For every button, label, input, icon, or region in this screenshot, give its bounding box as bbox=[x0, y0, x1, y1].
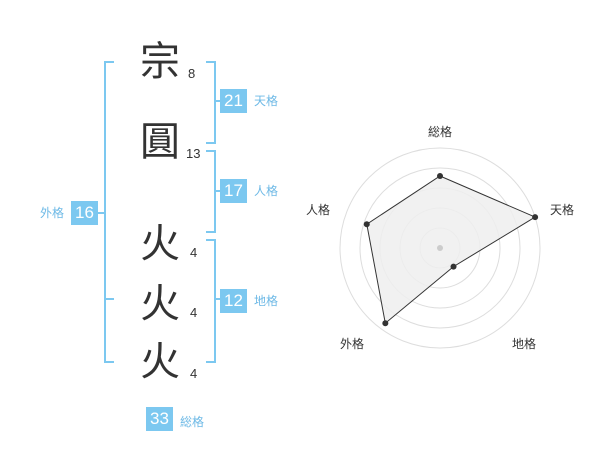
stroke-count-2: 13 bbox=[186, 146, 201, 161]
radar-points bbox=[363, 173, 539, 327]
name-kanji-4: 火 bbox=[140, 281, 180, 327]
radar-point-4 bbox=[363, 221, 370, 228]
gaikaku-label: 外格 bbox=[40, 206, 65, 220]
radar-point-2 bbox=[450, 263, 457, 270]
stroke-count-1: 8 bbox=[188, 66, 196, 81]
radar-axis-label-tenkaku: 天格 bbox=[549, 203, 574, 217]
radar-point-0 bbox=[437, 173, 443, 179]
gaikaku-value-badge: 16 bbox=[71, 201, 98, 225]
radar-area bbox=[366, 175, 537, 325]
radar-point-3 bbox=[382, 320, 389, 327]
stroke-count-5: 4 bbox=[190, 366, 198, 381]
name-kanji-2: 圓 bbox=[140, 119, 180, 165]
soukaku-label: 総格 bbox=[180, 415, 205, 429]
radar-grid-ring bbox=[359, 167, 521, 329]
gaikaku-inner-tick bbox=[104, 298, 114, 300]
jinkaku-label: 人格 bbox=[254, 184, 279, 198]
name-kanji-5: 火 bbox=[140, 339, 180, 385]
jinkaku-connector bbox=[214, 190, 220, 192]
chikaku-bracket bbox=[206, 239, 216, 363]
soukaku-value-badge: 33 bbox=[146, 407, 173, 431]
chikaku-label: 地格 bbox=[254, 294, 279, 308]
radar-axis-label-soukaku: 総格 bbox=[427, 125, 452, 139]
radar-point-1 bbox=[532, 214, 539, 221]
chikaku-connector bbox=[214, 298, 220, 300]
tenkaku-bracket bbox=[206, 61, 216, 144]
jinkaku-value-badge: 17 bbox=[220, 179, 247, 203]
radar-axis-label-chikaku: 地格 bbox=[511, 337, 536, 351]
radar-axis-label-jinkaku: 人格 bbox=[305, 203, 330, 217]
radar-axis-label-gaikaku: 外格 bbox=[339, 337, 364, 351]
name-kanji-3: 火 bbox=[140, 221, 180, 267]
tenkaku-value-badge: 21 bbox=[220, 89, 247, 113]
tenkaku-connector bbox=[214, 100, 220, 102]
gaikaku-bracket bbox=[104, 61, 114, 363]
stroke-count-4: 4 bbox=[190, 305, 198, 320]
gaikaku-connector bbox=[98, 212, 104, 214]
radar-center-dot bbox=[437, 245, 443, 251]
chikaku-value-badge: 12 bbox=[220, 289, 247, 313]
stroke-count-3: 4 bbox=[190, 245, 198, 260]
tenkaku-label: 天格 bbox=[254, 94, 279, 108]
name-kanji-1: 宗 bbox=[140, 39, 180, 85]
